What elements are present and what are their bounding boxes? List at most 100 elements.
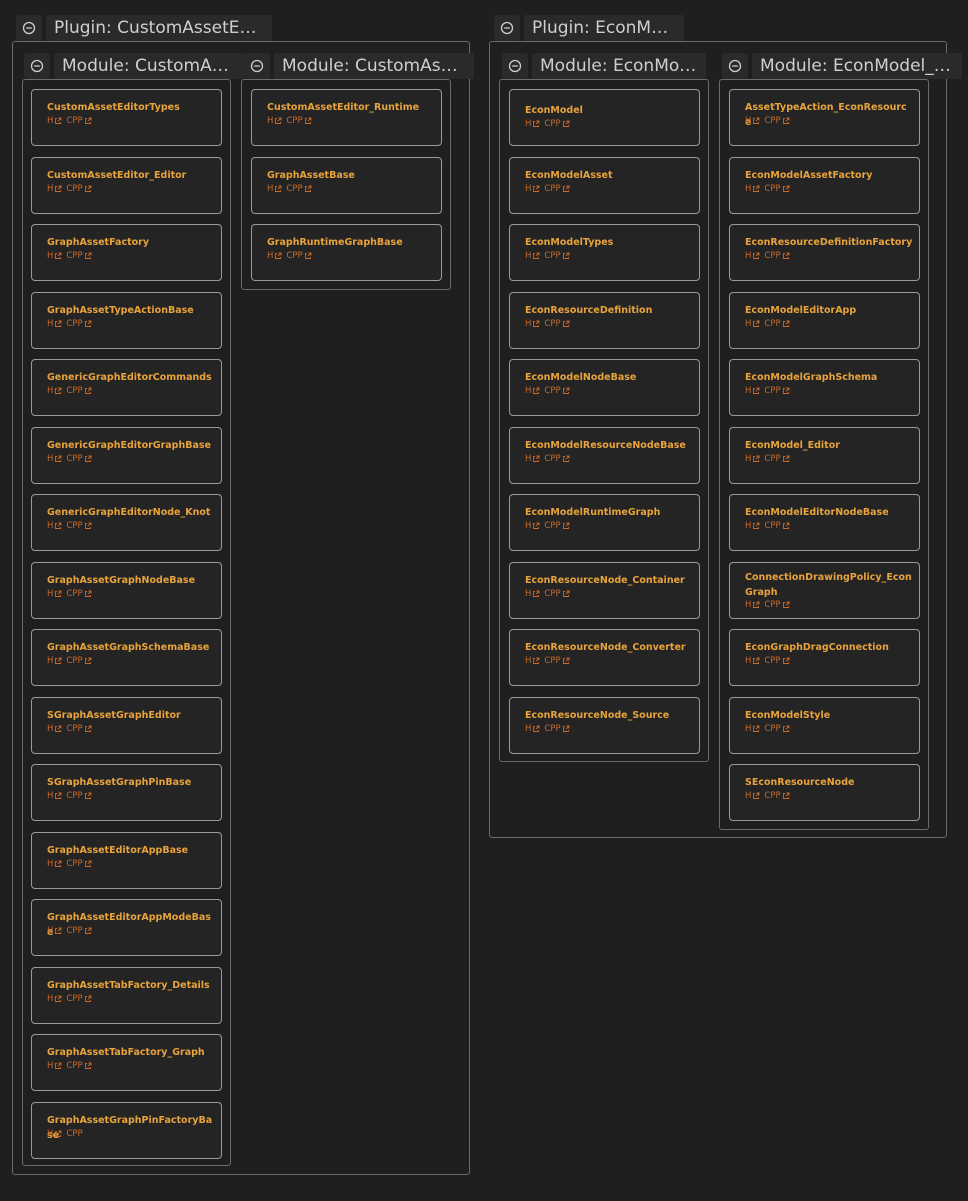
source-file-link[interactable]: CPP	[544, 119, 570, 129]
class-name[interactable]: SEconResourceNode	[745, 777, 855, 788]
source-file-link[interactable]: CPP	[286, 251, 312, 261]
class-name[interactable]: GraphAssetEditorAppModeBase	[47, 912, 211, 938]
class-name[interactable]: GenericGraphEditorCommands	[47, 372, 212, 383]
class-name[interactable]: SGraphAssetGraphPinBase	[47, 777, 192, 788]
header-file-link[interactable]: H	[47, 454, 62, 464]
class-name[interactable]: EconResourceNode_Converter	[525, 642, 686, 653]
header-file-link[interactable]: H	[267, 116, 282, 126]
class-name[interactable]: EconModelNodeBase	[525, 372, 637, 383]
header-file-link[interactable]: H	[745, 656, 760, 666]
class-name[interactable]: EconModelGraphSchema	[745, 372, 878, 383]
class-name[interactable]: GraphAssetTypeActionBase	[47, 305, 194, 316]
source-file-link[interactable]: CPP	[66, 386, 92, 396]
class-name[interactable]: EconModelStyle	[745, 710, 831, 721]
class-name[interactable]: EconModelEditorApp	[745, 305, 857, 316]
class-name[interactable]: GraphAssetEditorAppBase	[47, 845, 189, 856]
header-file-link[interactable]: H	[745, 791, 760, 801]
source-file-link[interactable]: CPP	[544, 319, 570, 329]
header-file-link[interactable]: H	[745, 724, 760, 734]
header-file-link[interactable]: H	[525, 454, 540, 464]
header-file-link[interactable]: H	[47, 994, 62, 1004]
source-file-link[interactable]: CPP	[544, 589, 570, 599]
class-name[interactable]: GraphAssetGraphPinFactoryBase	[47, 1115, 213, 1141]
source-file-link[interactable]: CPP	[544, 656, 570, 666]
source-file-link[interactable]: CPP	[764, 600, 790, 610]
source-file-link[interactable]: CPP	[66, 184, 92, 194]
collapse-module-button[interactable]	[722, 53, 748, 79]
source-file-link[interactable]: CPP	[286, 116, 312, 126]
class-name[interactable]: GraphAssetGraphSchemaBase	[47, 642, 210, 653]
class-name[interactable]: CustomAssetEditor_Runtime	[267, 102, 420, 113]
class-name[interactable]: EconModelResourceNodeBase	[525, 440, 686, 451]
class-name[interactable]: EconModelTypes	[525, 237, 614, 248]
source-file-link[interactable]: CPP	[66, 859, 92, 869]
source-file-link[interactable]: CPP	[66, 589, 92, 599]
class-name[interactable]: EconResourceDefinitionFactory	[745, 237, 913, 248]
header-file-link[interactable]: H	[267, 184, 282, 194]
class-name[interactable]: CustomAssetEditor_Editor	[47, 170, 187, 181]
source-file-link[interactable]: CPP	[764, 791, 790, 801]
source-file-link[interactable]: CPP	[66, 454, 92, 464]
header-file-link[interactable]: H	[47, 184, 62, 194]
header-file-link[interactable]: H	[745, 600, 760, 610]
source-file-link[interactable]: CPP	[544, 184, 570, 194]
class-name[interactable]: EconModelAsset	[525, 170, 613, 181]
header-file-link[interactable]: H	[745, 184, 760, 194]
source-file-link[interactable]: CPP	[66, 116, 92, 126]
source-file-link[interactable]: CPP	[544, 521, 570, 531]
source-file-link[interactable]: CPP	[544, 386, 570, 396]
source-file-link[interactable]: CPP	[764, 184, 790, 194]
header-file-link[interactable]: H	[47, 589, 62, 599]
class-name[interactable]: EconModelAssetFactory	[745, 170, 873, 181]
class-name[interactable]: SGraphAssetGraphEditor	[47, 710, 181, 721]
header-file-link[interactable]: H	[745, 521, 760, 531]
source-file-link[interactable]: CPP	[764, 656, 790, 666]
header-file-link[interactable]: H	[525, 724, 540, 734]
class-name[interactable]: GraphAssetTabFactory_Graph	[47, 1047, 205, 1058]
header-file-link[interactable]: H	[47, 1129, 62, 1139]
collapse-plugin-button[interactable]	[16, 15, 42, 41]
header-file-link[interactable]: H	[745, 386, 760, 396]
source-file-link[interactable]: CPP	[66, 1061, 92, 1071]
source-file-link[interactable]: CPP	[286, 184, 312, 194]
collapse-module-button[interactable]	[24, 53, 50, 79]
header-file-link[interactable]: H	[745, 454, 760, 464]
class-name[interactable]: GenericGraphEditorNode_Knot	[47, 507, 211, 518]
source-file-link[interactable]: CPP	[544, 251, 570, 261]
header-file-link[interactable]: H	[47, 859, 62, 869]
header-file-link[interactable]: H	[525, 656, 540, 666]
header-file-link[interactable]: H	[47, 656, 62, 666]
class-name[interactable]: AssetTypeAction_EconResource	[745, 102, 907, 128]
source-file-link[interactable]: CPP	[66, 994, 92, 1004]
source-file-link[interactable]: CPP	[66, 656, 92, 666]
header-file-link[interactable]: H	[47, 1061, 62, 1071]
class-name[interactable]: EconModelRuntimeGraph	[525, 507, 661, 518]
class-name[interactable]: EconModel_Editor	[745, 440, 840, 451]
source-file-link[interactable]: CPP	[66, 1129, 82, 1139]
header-file-link[interactable]: H	[47, 251, 62, 261]
class-name[interactable]: GraphAssetTabFactory_Details	[47, 980, 210, 991]
class-name[interactable]: EconGraphDragConnection	[745, 642, 889, 653]
header-file-link[interactable]: H	[525, 589, 540, 599]
source-file-link[interactable]: CPP	[764, 386, 790, 396]
